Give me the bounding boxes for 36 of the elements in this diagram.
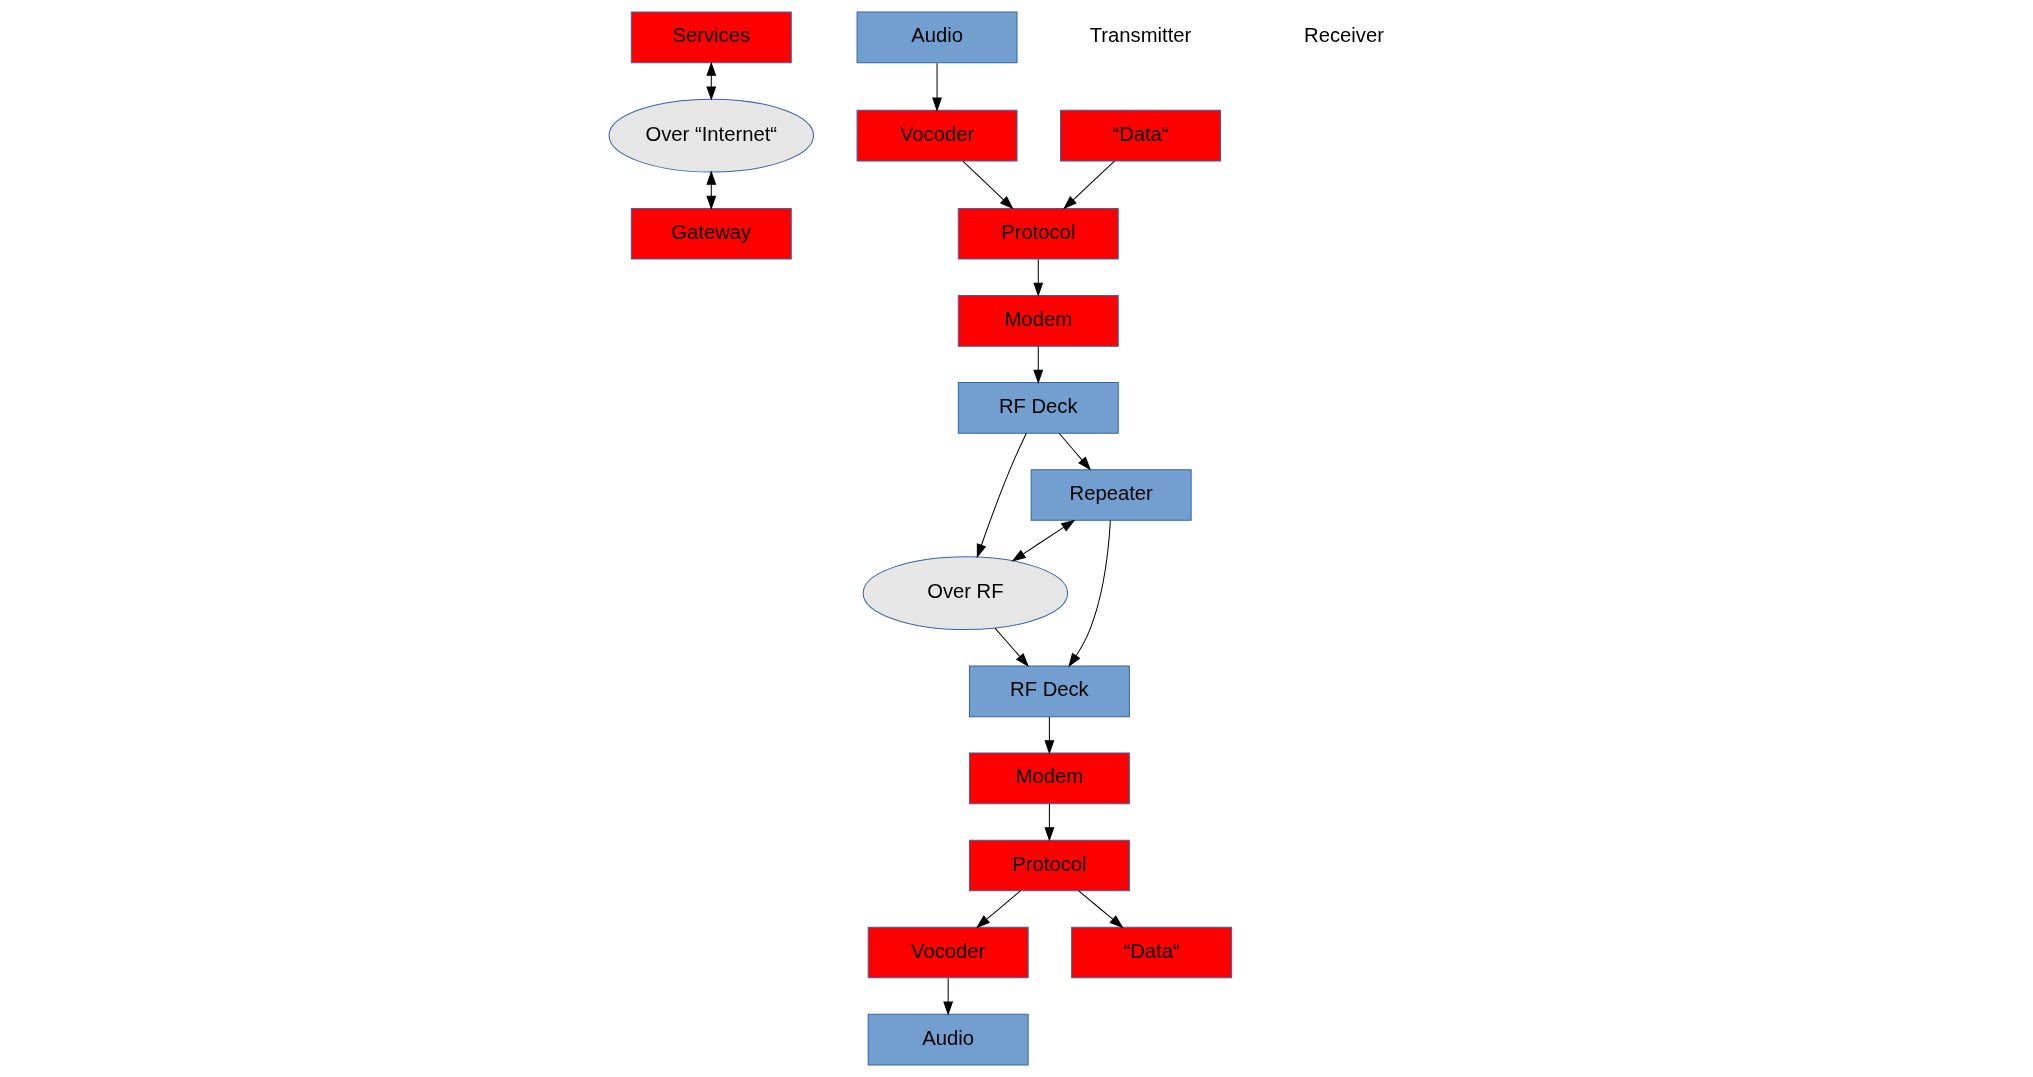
arrow (1078, 890, 1124, 929)
arrow (1044, 716, 1055, 755)
node-box: “Data“ (1060, 109, 1221, 162)
node-box: Modem (968, 752, 1130, 805)
node-ellipse: Over “Internet“ (608, 98, 815, 173)
arrow (962, 160, 1014, 210)
node-box: RF Deck (968, 665, 1130, 718)
node-box: Services (630, 11, 792, 64)
node-box: Protocol (957, 208, 1119, 260)
arrow (706, 170, 717, 210)
node-box: Repeater (1030, 469, 1192, 521)
arrow (976, 432, 1027, 559)
node-box: Vocoder (867, 926, 1029, 979)
arrow (994, 627, 1029, 667)
arrow (1068, 519, 1111, 668)
node-box: Vocoder (856, 109, 1018, 162)
node-box: Audio (856, 11, 1018, 64)
node-box: RF Deck (957, 382, 1119, 434)
label: Transmitter (1089, 24, 1192, 47)
node-ellipse: Over RF (862, 556, 1069, 631)
node-box: Modem (957, 295, 1119, 347)
arrow (1058, 433, 1092, 471)
arrow (1033, 258, 1044, 297)
node-box: Gateway (630, 208, 792, 260)
arrow (943, 977, 954, 1016)
label: Receiver (1304, 24, 1384, 47)
arrow (1011, 519, 1076, 562)
arrow (1044, 803, 1055, 842)
arrow (1063, 160, 1115, 210)
arrow (1033, 345, 1044, 384)
arrow (706, 61, 717, 101)
node-box: “Data“ (1071, 926, 1233, 979)
arrow (976, 890, 1021, 929)
node-box: Protocol (968, 839, 1130, 892)
node-box: Audio (867, 1013, 1029, 1066)
arrow (932, 62, 942, 112)
